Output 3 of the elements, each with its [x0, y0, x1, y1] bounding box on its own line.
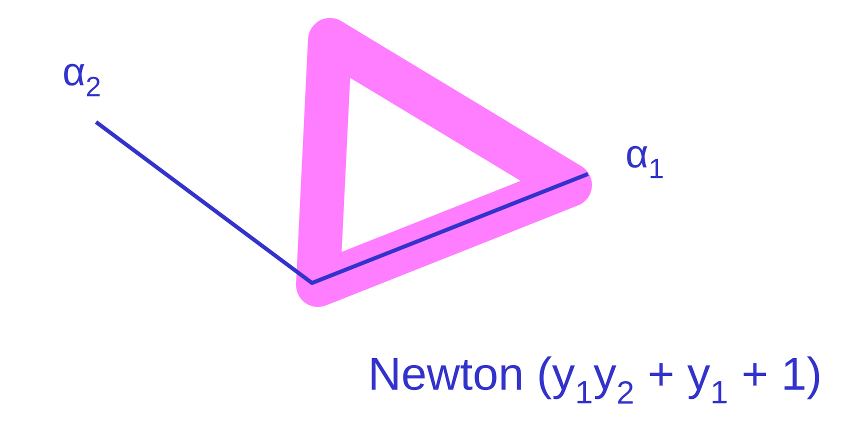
caption: Newton (y$_{1}$y$_{2}$ + y$_{1}$ + 1) — [372, 356, 820, 404]
ray-label: α$_{2}$ — [64, 64, 100, 96]
ray-label: α$_{1}$ — [627, 146, 663, 178]
